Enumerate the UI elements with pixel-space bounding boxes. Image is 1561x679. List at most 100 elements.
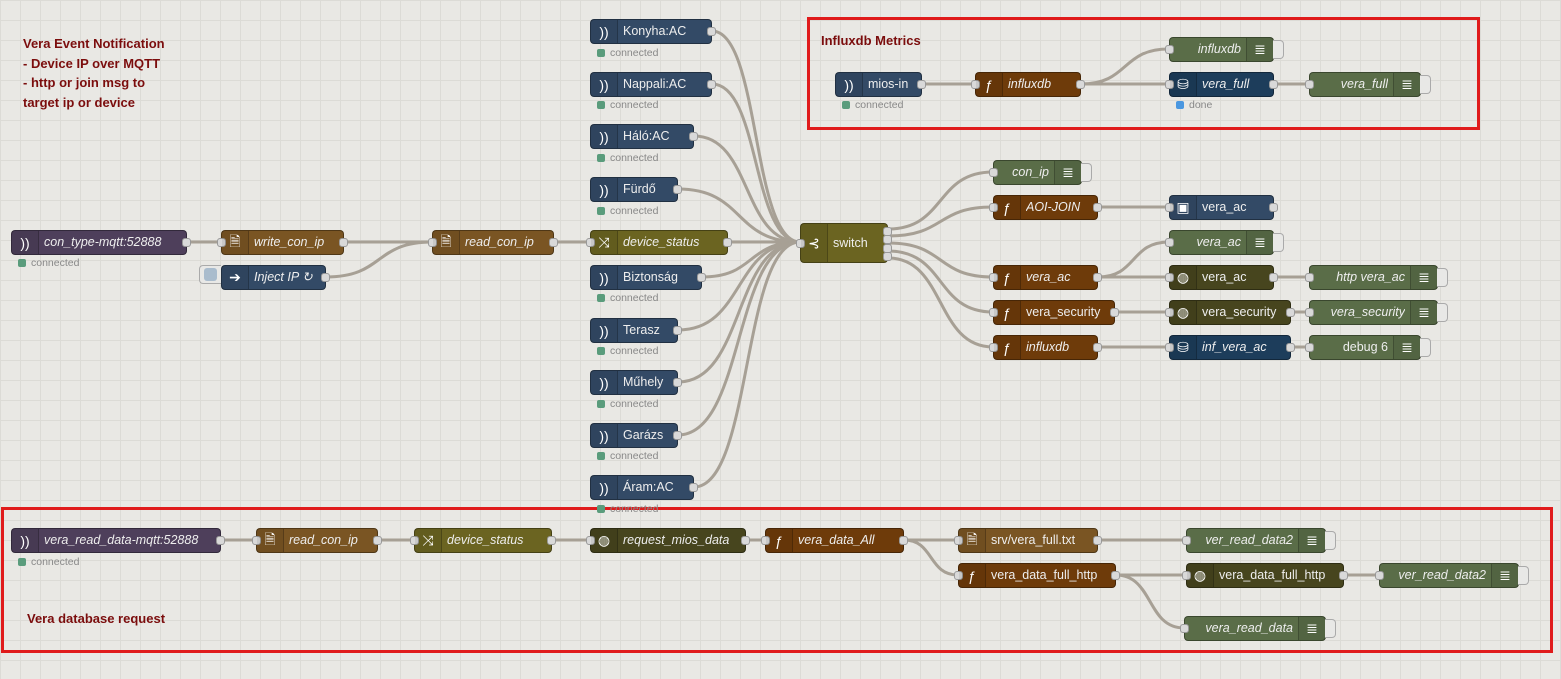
input-port[interactable] [1305, 80, 1314, 89]
output-port[interactable] [549, 238, 558, 247]
function-node-influxdb[interactable]: ƒ influxdb [971, 72, 1085, 97]
mqtt-in-node-terasz[interactable]: )) Terasz [590, 318, 682, 343]
input-port[interactable] [989, 203, 998, 212]
mqtt-in-node-mios-in[interactable]: )) mios-in [835, 72, 926, 97]
input-port[interactable] [428, 238, 437, 247]
output-port[interactable] [1286, 308, 1295, 317]
input-port[interactable] [586, 536, 595, 545]
debug-toggle-button[interactable] [1420, 338, 1431, 357]
function-node-vera-ac[interactable]: ƒ vera_ac [989, 265, 1102, 290]
inject-button[interactable] [199, 265, 221, 284]
debug-toggle-button[interactable] [1325, 619, 1336, 638]
output-port[interactable] [1110, 308, 1119, 317]
debug-node-vera-security[interactable]: vera_security ≣ [1305, 300, 1438, 325]
mqtt-in-node-vera-read-data[interactable]: )) vera_read_data-mqtt:52888 [11, 528, 225, 553]
debug-node-influxdb[interactable]: influxdb ≣ [1165, 37, 1274, 62]
mqtt-in-node-muhely[interactable]: )) Műhely [590, 370, 682, 395]
link-node-vera-ac[interactable]: ▣ vera_ac [1165, 195, 1278, 220]
output-port[interactable] [697, 273, 706, 282]
wire[interactable] [887, 170, 994, 231]
input-port[interactable] [410, 536, 419, 545]
output-port[interactable] [689, 132, 698, 141]
debug-toggle-button[interactable] [1437, 303, 1448, 322]
output-port[interactable] [1269, 203, 1278, 212]
input-port[interactable] [1180, 624, 1189, 633]
file-node-read-con-ip-2[interactable]: 🗎 read_con_ip [252, 528, 382, 553]
output-port[interactable] [547, 536, 556, 545]
mqtt-in-node-biztonsag[interactable]: )) Biztonság [590, 265, 706, 290]
wire[interactable] [693, 240, 801, 489]
mqtt-in-node-garazs[interactable]: )) Garázs [590, 423, 682, 448]
output-port[interactable] [1269, 80, 1278, 89]
debug-toggle-button[interactable] [1437, 268, 1448, 287]
output-port[interactable] [689, 483, 698, 492]
input-port[interactable] [761, 536, 770, 545]
mqtt-in-node-nappali[interactable]: )) Nappali:AC [590, 72, 716, 97]
wire[interactable] [887, 205, 994, 238]
input-port[interactable] [1165, 203, 1174, 212]
output-port[interactable] [321, 273, 330, 282]
file-node-write-con-ip[interactable]: 🗎 write_con_ip [217, 230, 348, 255]
output-port[interactable] [1286, 343, 1295, 352]
output-port[interactable] [1111, 571, 1120, 580]
input-port[interactable] [217, 238, 226, 247]
output-port[interactable] [1093, 343, 1102, 352]
input-port[interactable] [1165, 80, 1174, 89]
output-port[interactable] [673, 326, 682, 335]
input-port[interactable] [1165, 45, 1174, 54]
influxdb-out-node-vera-full[interactable]: ⛁ vera_full [1165, 72, 1278, 97]
wire[interactable] [711, 82, 801, 244]
function-node-influxdb-2[interactable]: ƒ influxdb [989, 335, 1102, 360]
mqtt-in-node-aram[interactable]: )) Áram:AC [590, 475, 698, 500]
output-port[interactable] [1093, 273, 1102, 282]
input-port[interactable] [989, 308, 998, 317]
output-port[interactable] [216, 536, 225, 545]
input-port[interactable] [586, 238, 595, 247]
input-port[interactable] [971, 80, 980, 89]
output-port[interactable] [723, 238, 732, 247]
debug-node-http-vera-ac[interactable]: http vera_ac ≣ [1305, 265, 1438, 290]
change-node-device-status-2[interactable]: ⤨ device_status [410, 528, 556, 553]
output-port[interactable] [673, 431, 682, 440]
debug-toggle-button[interactable] [1273, 233, 1284, 252]
debug-node-con-ip[interactable]: con_ip ≣ [989, 160, 1082, 185]
output-port[interactable] [741, 536, 750, 545]
input-port[interactable] [1305, 308, 1314, 317]
input-port[interactable] [1182, 571, 1191, 580]
debug-node-ver-read-data2-b[interactable]: ver_read_data2 ≣ [1375, 563, 1519, 588]
debug-node-vera-read-data[interactable]: vera_read_data ≣ [1180, 616, 1326, 641]
wire[interactable] [887, 256, 994, 349]
debug-toggle-button[interactable] [1420, 75, 1431, 94]
wire[interactable] [677, 187, 801, 244]
debug-toggle-button[interactable] [1325, 531, 1336, 550]
output-port[interactable] [899, 536, 908, 545]
output-port[interactable] [339, 238, 348, 247]
influxdb-out-node-inf-vera-ac[interactable]: ⛁ inf_vera_ac [1165, 335, 1295, 360]
input-port[interactable] [1375, 571, 1384, 580]
input-port[interactable] [989, 343, 998, 352]
wire[interactable] [903, 538, 959, 577]
change-node-device-status[interactable]: ⤨ device_status [586, 230, 732, 255]
debug-node-vera-ac[interactable]: vera_ac ≣ [1165, 230, 1274, 255]
debug-toggle-button[interactable] [1518, 566, 1529, 585]
wire[interactable] [1080, 47, 1170, 86]
wire[interactable] [887, 241, 994, 279]
mqtt-in-node-con-type[interactable]: )) con_type-mqtt:52888 [11, 230, 191, 255]
http-request-node-vera-ac[interactable]: ◍ vera_ac [1165, 265, 1278, 290]
input-port[interactable] [954, 571, 963, 580]
output-port[interactable] [917, 80, 926, 89]
input-port[interactable] [1182, 536, 1191, 545]
input-port[interactable] [796, 239, 805, 248]
output-port[interactable] [1269, 273, 1278, 282]
mqtt-in-node-konyha[interactable]: )) Konyha:AC [590, 19, 716, 44]
wire[interactable] [693, 134, 801, 244]
switch-node[interactable]: ⊰ switch [796, 223, 892, 263]
wire[interactable] [677, 240, 801, 384]
function-node-vera-data-all[interactable]: ƒ vera_data_All [761, 528, 908, 553]
input-port[interactable] [954, 536, 963, 545]
inject-node-inject-ip[interactable]: ➔ Inject IP ↻ [221, 265, 330, 290]
http-request-node-vera-data-full-http[interactable]: ◍ vera_data_full_http [1182, 563, 1348, 588]
wire[interactable] [1115, 573, 1185, 630]
input-port[interactable] [1165, 238, 1174, 247]
debug-node-vera-full[interactable]: vera_full ≣ [1305, 72, 1421, 97]
